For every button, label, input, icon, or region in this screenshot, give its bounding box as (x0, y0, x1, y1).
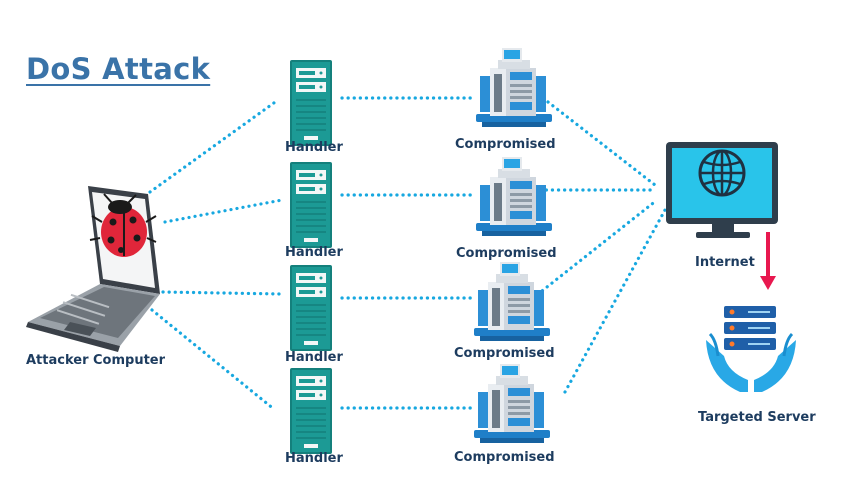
internet-label: Internet (695, 255, 755, 270)
compromised-label-2: Compromised (456, 246, 557, 261)
handler-icon-1 (289, 59, 333, 147)
link-attacker-handler-1 (148, 98, 280, 194)
links-handlers-to-compromised (340, 96, 478, 410)
links-compromised-to-internet (526, 100, 667, 394)
compromised-label-4: Compromised (454, 450, 555, 465)
compromised-icon-1 (476, 48, 552, 127)
handler-icon-4 (289, 367, 333, 455)
compromised-label-3: Compromised (454, 346, 555, 361)
compromised-icon-3 (474, 262, 550, 341)
server-in-hands-icon (706, 306, 796, 392)
attack-arrow-icon (760, 232, 776, 290)
handler-icon-2 (289, 161, 333, 249)
compromised-icon-2 (476, 157, 552, 236)
handler-label-3: Handler (285, 350, 343, 365)
laptop-with-bug-icon (26, 186, 160, 352)
target-label: Targeted Server (698, 410, 816, 425)
link-attacker-handler-4 (150, 308, 277, 412)
compromised-icon-4 (474, 364, 550, 443)
handler-label-4: Handler (285, 451, 343, 466)
attacker-label: Attacker Computer (26, 353, 166, 368)
link-compromised-internet-1 (546, 100, 657, 187)
handler-label-1: Handler (285, 140, 343, 155)
link-attacker-handler-3 (161, 290, 284, 296)
handler-label-2: Handler (285, 245, 343, 260)
diagram-title: DoS Attack (26, 52, 211, 86)
link-attacker-handler-2 (163, 198, 284, 224)
links-attacker-to-handlers (148, 98, 284, 412)
link-compromised-internet-4 (563, 208, 667, 394)
globe-monitor-icon (666, 142, 778, 238)
bug-icon (89, 193, 157, 257)
compromised-label-1: Compromised (455, 137, 556, 152)
handler-icon-3 (289, 264, 333, 352)
